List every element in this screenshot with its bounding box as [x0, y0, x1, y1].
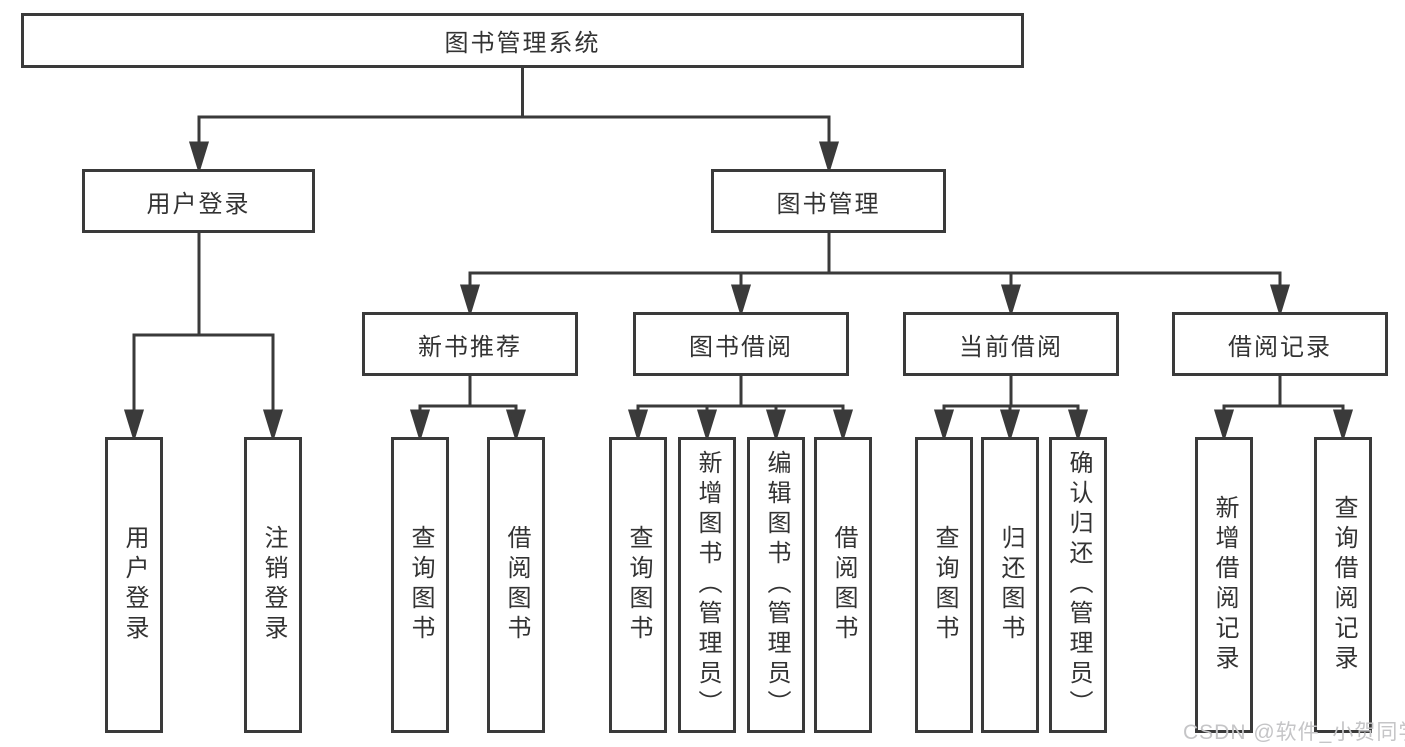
arrow-down-icon: [1332, 409, 1354, 443]
node-add-books-admin: 新增图书（管理员）: [678, 437, 736, 733]
arrow-down-icon: [730, 284, 752, 318]
csdn-watermark: CSDN @软件_小贺同学: [1183, 721, 1405, 744]
arrow-down-icon: [459, 284, 481, 318]
node-label: 查询图书: [931, 525, 958, 645]
node-borrowing-records: 借阅记录: [1172, 312, 1388, 376]
node-label: 用户登录: [121, 525, 148, 645]
node-label: 查询借阅记录: [1330, 495, 1357, 675]
node-return-books: 归还图书: [981, 437, 1039, 733]
node-label: 编辑图书（管理员）: [763, 450, 790, 720]
arrow-down-icon: [933, 409, 955, 443]
arrow-down-icon: [818, 141, 840, 175]
arrow-down-icon: [1000, 284, 1022, 318]
node-label: 查询图书: [625, 525, 652, 645]
node-query-borrow-record: 查询借阅记录: [1314, 437, 1372, 733]
node-new-book-recommendation: 新书推荐: [362, 312, 578, 376]
node-label: 新增借阅记录: [1211, 495, 1238, 675]
node-label: 图书管理: [776, 190, 881, 218]
node-label: 图书管理系统: [444, 30, 601, 57]
node-label: 注销登录: [260, 525, 287, 645]
node-current-borrowing: 当前借阅: [903, 312, 1119, 376]
node-label: 借阅记录: [1228, 333, 1332, 361]
node-edit-books-admin: 编辑图书（管理员）: [747, 437, 805, 733]
node-library-management-system: 图书管理系统: [21, 13, 1024, 68]
arrow-down-icon: [188, 141, 210, 175]
node-user-login: 用户登录: [82, 169, 315, 233]
arrow-down-icon: [765, 409, 787, 443]
node-label: 新书推荐: [418, 333, 522, 361]
node-confirm-return-admin: 确认归还（管理员）: [1049, 437, 1107, 733]
node-user-login-leaf: 用户登录: [105, 437, 163, 733]
arrow-down-icon: [999, 409, 1021, 443]
node-label: 新增图书（管理员）: [694, 450, 721, 720]
node-label: 确认归还（管理员）: [1065, 450, 1092, 720]
node-label: 归还图书: [997, 525, 1024, 645]
node-label: 借阅图书: [503, 525, 530, 645]
arrow-down-icon: [1067, 409, 1089, 443]
node-logout: 注销登录: [244, 437, 302, 733]
node-query-books-borrowing: 查询图书: [609, 437, 667, 733]
arrow-down-icon: [1269, 284, 1291, 318]
arrow-down-icon: [696, 409, 718, 443]
node-book-management: 图书管理: [711, 169, 946, 233]
arrow-down-icon: [627, 409, 649, 443]
arrow-down-icon: [1213, 409, 1235, 443]
node-borrow-books-borrowing: 借阅图书: [814, 437, 872, 733]
arrow-down-icon: [409, 409, 431, 443]
node-label: 借阅图书: [830, 525, 857, 645]
node-borrow-books-recommend: 借阅图书: [487, 437, 545, 733]
node-book-borrowing: 图书借阅: [633, 312, 849, 376]
node-add-borrow-record: 新增借阅记录: [1195, 437, 1253, 733]
node-label: 当前借阅: [959, 333, 1063, 361]
arrow-down-icon: [832, 409, 854, 443]
node-query-books-recommend: 查询图书: [391, 437, 449, 733]
node-label: 用户登录: [146, 190, 251, 218]
node-label: 图书借阅: [689, 333, 793, 361]
node-label: 查询图书: [407, 525, 434, 645]
arrow-down-icon: [262, 409, 284, 443]
arrow-down-icon: [505, 409, 527, 443]
node-query-books-current: 查询图书: [915, 437, 973, 733]
arrow-down-icon: [123, 409, 145, 443]
